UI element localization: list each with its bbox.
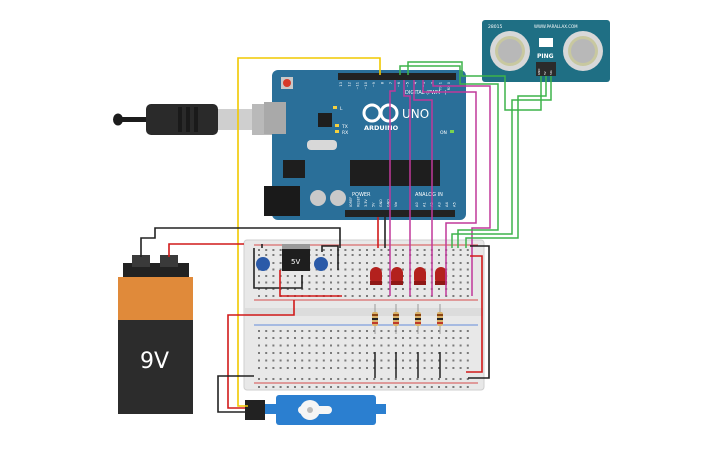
digital-pin-label: 13 [339, 82, 343, 87]
analog-header-label: ANALOG IN [415, 192, 443, 198]
led [370, 267, 382, 285]
digital-pin-label: ~3 [422, 82, 426, 87]
digital-pin-label: 8 [381, 81, 385, 84]
analog-pin-label: A0 [415, 202, 419, 207]
digital-pin-label: ~6 [397, 81, 401, 87]
on-led-label: ON [440, 130, 447, 136]
sensor-model: 28015 [488, 24, 502, 30]
resistor [372, 304, 378, 334]
digital-pin-label: 12 [347, 82, 351, 87]
wire-led-1 [389, 80, 396, 296]
resistor [393, 304, 399, 334]
power-pin-label: 5V [372, 202, 376, 207]
battery-9v: 9V [118, 255, 193, 414]
regulator-label: 5V [291, 258, 300, 266]
crystal [307, 140, 337, 150]
wire-servo-power [227, 300, 295, 409]
digital-pin-label: ~5 [405, 82, 409, 87]
resistor [437, 304, 443, 334]
sensor-name: PING [537, 53, 554, 60]
digital-pin-label: ~10 [364, 81, 368, 89]
analog-pin-label: A3 [438, 202, 442, 207]
led-group [370, 267, 447, 285]
resistor [415, 304, 421, 334]
capacitor [310, 190, 326, 206]
servo-horn-icon [298, 400, 332, 420]
power-pin-label: 3.3V [364, 199, 368, 207]
capacitor [330, 190, 346, 206]
sensor-pin-label: SIG [549, 70, 553, 75]
arduino-brand: ARDUINO [364, 124, 399, 132]
regulator-chip [283, 160, 305, 178]
digital-pin-label: 4 [414, 81, 418, 84]
digital-header [338, 73, 456, 80]
wire-rail-jumper-gnd [468, 245, 490, 379]
sensor-brand: WWW.PARALLAX.COM [534, 24, 578, 29]
wire-servo-signal [237, 57, 381, 407]
wire-servo-gnd [217, 375, 254, 413]
infinity-logo-icon [362, 103, 399, 123]
sensor-pin-label: GND [537, 69, 541, 75]
capacitor-right [314, 257, 328, 271]
power-pin-label: Vin [394, 202, 398, 207]
power-pin-label: GND [379, 199, 383, 207]
led [414, 267, 426, 285]
wire-regulator-out [279, 270, 342, 297]
servo-connector [245, 400, 265, 420]
servo-motor [245, 395, 386, 425]
wire-layer [140, 57, 552, 413]
wire-sensor-trig [399, 65, 499, 248]
wire-led-5 [432, 80, 491, 296]
usb-chip [318, 113, 332, 127]
voltage-regulator: 5V [282, 244, 310, 271]
battery-label: 9V [140, 349, 169, 374]
usb-cable-icon [113, 104, 282, 135]
digital-pin-label: ~9 [372, 81, 376, 87]
rx-led-label: RX [342, 130, 348, 136]
wire-battery-positive [168, 243, 244, 257]
atmega-chip [350, 160, 440, 186]
digital-pin-label: ~11 [356, 82, 360, 90]
led [391, 267, 403, 285]
digital-pin-label: 7 [389, 82, 393, 84]
wire-led-2 [403, 80, 411, 296]
power-pin-label: IOREF [349, 197, 353, 207]
wire-sensor-gnd [451, 76, 552, 248]
power-jack [264, 186, 300, 216]
analog-pin-label: A5 [453, 202, 457, 207]
l-led-label: L [340, 106, 343, 112]
wire-rail-jumper-5v [466, 255, 483, 373]
power-analog-header [345, 210, 455, 217]
sensor-pin-label: 5V [543, 71, 547, 75]
wire-sensor-5v [465, 76, 547, 248]
analog-pin-label: A4 [445, 202, 449, 207]
wire-battery-negative [140, 227, 341, 257]
digital-header-label: DIGITAL (PWM~) [405, 90, 447, 96]
wire-led-4 [422, 80, 477, 296]
capacitor-left [256, 257, 270, 271]
resistor-group [372, 304, 443, 334]
power-pin-label: GND [387, 199, 391, 207]
usb-port [264, 102, 286, 134]
power-header-label: POWER [352, 192, 371, 198]
wire-sensor-sig [407, 61, 542, 111]
wire-led-3 [413, 80, 433, 296]
led [435, 267, 447, 285]
power-pin-label: RESET [357, 195, 361, 207]
arduino-model: UNO [402, 107, 429, 121]
analog-pin-label: A1 [423, 202, 427, 207]
tx-led-label: TX [341, 124, 348, 130]
wire-regulator-gnd [253, 248, 303, 289]
